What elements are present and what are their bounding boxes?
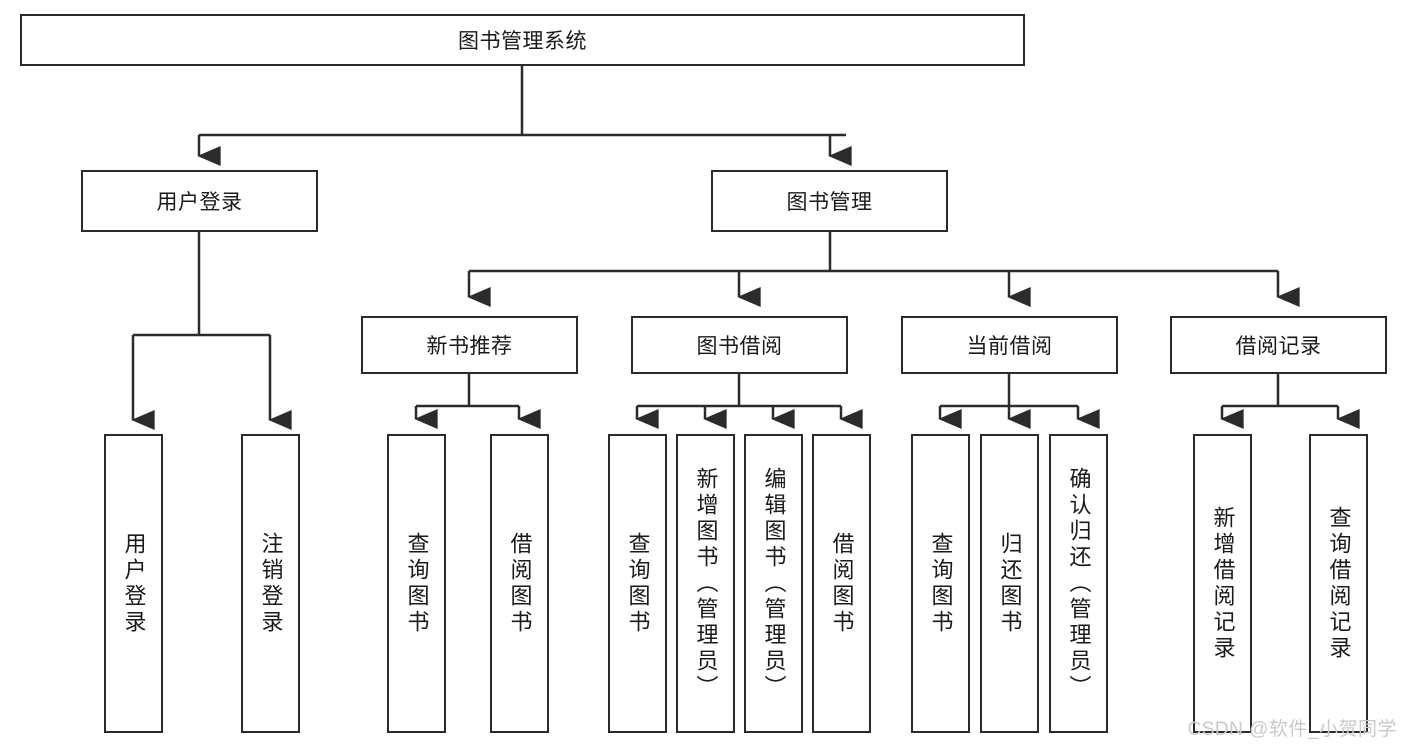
leaf-current-borrow-0[interactable]: 查询图书 (911, 434, 970, 733)
leaf-current-borrow-0-label: 查询图书 (928, 531, 954, 636)
leaf-new-book-recommend-0[interactable]: 查询图书 (387, 434, 446, 733)
leaf-current-borrow-1[interactable]: 归还图书 (980, 434, 1039, 733)
leaf-new-book-recommend-1-label: 借阅图书 (507, 531, 533, 636)
node-current-borrow-label: 当前借阅 (966, 335, 1053, 358)
node-new-book-recommend-label: 新书推荐 (426, 335, 513, 358)
node-user-login-label: 用户登录 (156, 191, 243, 214)
leaf-book-borrow-0[interactable]: 查询图书 (608, 434, 667, 733)
leaf-book-borrow-2-label: 编辑图书（管理员） (761, 466, 787, 701)
leaf-user-login-0-label: 用户登录 (121, 531, 147, 636)
node-root-label: 图书管理系统 (458, 30, 587, 53)
leaf-book-borrow-3-label: 借阅图书 (829, 531, 855, 636)
leaf-borrow-record-1[interactable]: 查询借阅记录 (1309, 434, 1368, 733)
leaf-book-borrow-1[interactable]: 新增图书（管理员） (676, 434, 735, 733)
node-book-management[interactable]: 图书管理 (711, 170, 948, 232)
leaf-book-borrow-0-label: 查询图书 (625, 531, 651, 636)
node-borrow-record[interactable]: 借阅记录 (1170, 316, 1387, 374)
leaf-new-book-recommend-0-label: 查询图书 (404, 531, 430, 636)
node-current-borrow[interactable]: 当前借阅 (901, 316, 1118, 374)
node-book-borrow[interactable]: 图书借阅 (631, 316, 848, 374)
leaf-current-borrow-2[interactable]: 确认归还（管理员） (1049, 434, 1108, 733)
node-borrow-record-label: 借阅记录 (1235, 335, 1322, 358)
leaf-book-borrow-2[interactable]: 编辑图书（管理员） (744, 434, 803, 733)
leaf-book-borrow-3[interactable]: 借阅图书 (812, 434, 871, 733)
leaf-borrow-record-1-label: 查询借阅记录 (1326, 505, 1352, 662)
leaf-user-login-1[interactable]: 注销登录 (241, 434, 300, 733)
node-book-borrow-label: 图书借阅 (696, 335, 783, 358)
leaf-user-login-1-label: 注销登录 (258, 531, 284, 636)
leaf-user-login-0[interactable]: 用户登录 (104, 434, 163, 733)
leaf-borrow-record-0[interactable]: 新增借阅记录 (1193, 434, 1252, 733)
node-book-management-label: 图书管理 (786, 191, 873, 214)
leaf-book-borrow-1-label: 新增图书（管理员） (693, 466, 719, 701)
leaf-borrow-record-0-label: 新增借阅记录 (1210, 505, 1236, 662)
csdn-watermark: CSDN @软件_小贺同学 (1187, 719, 1397, 740)
node-user-login[interactable]: 用户登录 (81, 170, 318, 232)
leaf-current-borrow-2-label: 确认归还（管理员） (1066, 466, 1092, 701)
leaf-current-borrow-1-label: 归还图书 (997, 531, 1023, 636)
leaf-new-book-recommend-1[interactable]: 借阅图书 (490, 434, 549, 733)
node-new-book-recommend[interactable]: 新书推荐 (361, 316, 578, 374)
node-root[interactable]: 图书管理系统 (20, 14, 1025, 66)
